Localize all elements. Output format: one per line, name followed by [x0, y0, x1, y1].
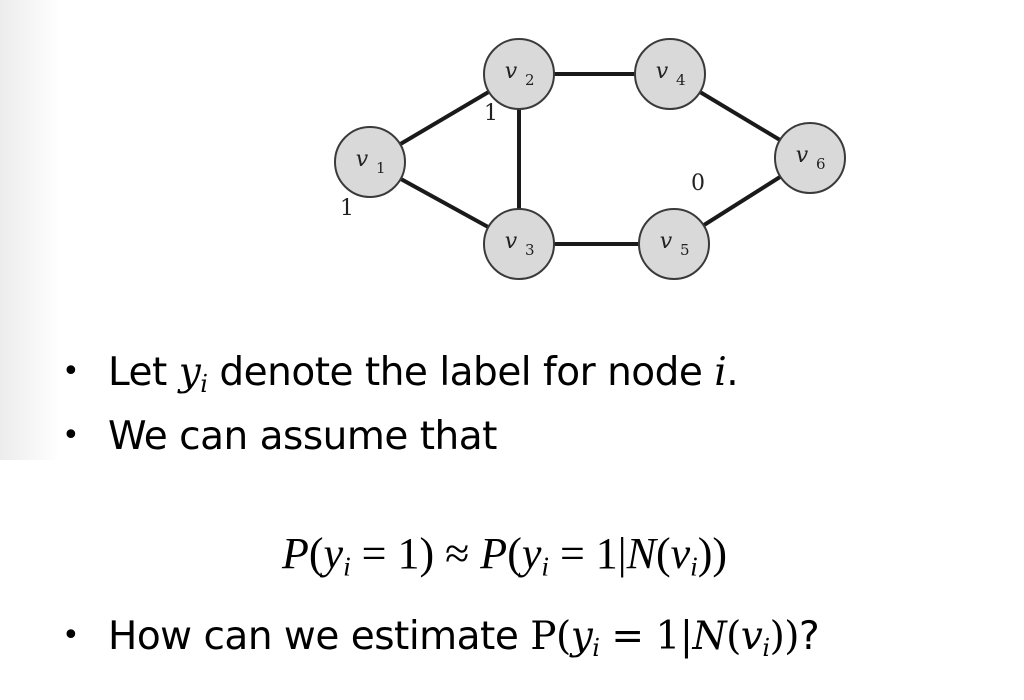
var-y-sub: i [200, 369, 208, 398]
node-label-sub: 3 [525, 241, 535, 259]
node-circle [483, 38, 555, 110]
f-eq1: = [350, 529, 398, 578]
f-v: v [670, 529, 691, 578]
f-y2: y [521, 529, 542, 578]
bullet-3-math: P(yi = 1|N(vi)) [530, 614, 800, 662]
f-P1: P [282, 529, 309, 578]
node-class-label-v5: 0 [691, 171, 705, 196]
bullet-3-pre: How can we estimate [108, 614, 531, 659]
node-circle [334, 126, 406, 198]
bullet-1: •Let yi denote the label for node i. [62, 350, 739, 398]
f-i3: i [690, 551, 698, 582]
bullet-2: • We can assume that [62, 414, 497, 459]
bullet-1-mid: denote the label for node [207, 350, 715, 395]
f-P2: P [480, 529, 508, 578]
node-circle [638, 208, 710, 280]
f-bar: | [617, 529, 627, 578]
node-circle [483, 208, 555, 280]
f-i1: i [343, 551, 351, 582]
f-approx: ≈ [434, 529, 481, 578]
node-label-sub: 5 [680, 241, 690, 259]
bullet-dot: • [62, 418, 80, 453]
math-P: P [530, 614, 556, 659]
math-y-sub: i [592, 633, 600, 662]
node-label-sub: 1 [376, 159, 386, 177]
f-y1: y [323, 529, 344, 578]
node-label: v [660, 229, 673, 254]
f-N: N [626, 529, 656, 578]
node-label: v [796, 143, 809, 168]
node-label: v [356, 147, 369, 172]
bullet-1-pre: Let [108, 350, 179, 395]
node-class-label-v2: 1 [484, 101, 498, 126]
math-one: 1 [655, 614, 680, 659]
math-N: N [692, 614, 727, 659]
f-eq2: = [548, 529, 596, 578]
node-circle [774, 122, 846, 194]
math-v-sub: i [762, 633, 770, 662]
var-i: i [714, 350, 727, 395]
node-class-label-v1: 1 [340, 196, 354, 221]
node-label: v [505, 229, 518, 254]
math-eq: = [599, 614, 656, 659]
bullet-dot: • [62, 354, 80, 389]
bullet-2-text: We can assume that [108, 414, 497, 459]
left-shade [0, 0, 60, 460]
f-one1: 1 [397, 529, 420, 578]
math-bar: | [679, 614, 693, 659]
node-label-sub: 6 [816, 155, 826, 173]
bullet-3-post: ? [799, 614, 820, 659]
node-label: v [656, 59, 669, 84]
node-label: v [505, 59, 518, 84]
display-formula: P(yi = 1) ≈ P(yi = 1|N(vi)) [282, 529, 728, 582]
node-label-sub: 2 [525, 71, 535, 89]
node-circle [634, 38, 706, 110]
math-v: v [740, 614, 763, 659]
bullet-1-post: . [726, 350, 739, 395]
f-i2: i [541, 551, 549, 582]
bullet-dot: • [62, 618, 80, 653]
node-label-sub: 4 [676, 71, 686, 89]
bullet-3: • How can we estimate P(yi = 1|N(vi))? [62, 614, 820, 662]
f-one2: 1 [595, 529, 618, 578]
var-y: y [178, 350, 201, 395]
math-y: y [570, 614, 593, 659]
